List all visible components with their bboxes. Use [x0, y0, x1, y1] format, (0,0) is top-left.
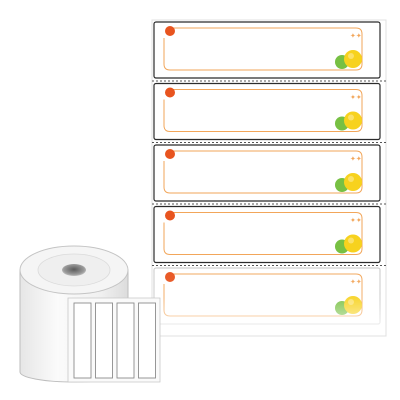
flap-label-slot — [73, 302, 92, 379]
label-card: ✦✦ — [152, 80, 386, 141]
red-dot — [165, 210, 175, 221]
roll-flap-labels — [73, 302, 156, 379]
flap-label-slot — [116, 302, 135, 379]
sparkle-glyph: ✦✦ — [350, 278, 362, 286]
label-stack: ✦✦ ✦✦ ✦✦ ✦✦ ✦✦ — [152, 21, 386, 325]
red-dot — [165, 272, 175, 282]
label-outline — [153, 82, 381, 141]
yellow-circle — [344, 111, 362, 130]
red-dot — [165, 149, 175, 159]
label-card: ✦✦ — [152, 265, 386, 325]
ornament-frame — [163, 150, 363, 194]
yellow-highlight — [348, 176, 354, 182]
yellow-highlight — [348, 299, 354, 305]
sparkle-glyph: ✦✦ — [350, 32, 362, 40]
flap-label-slot — [95, 302, 113, 379]
red-dot — [165, 87, 175, 98]
sparkle-glyph: ✦✦ — [350, 217, 362, 225]
yellow-highlight — [348, 53, 354, 59]
ornament-frame — [163, 212, 363, 255]
yellow-circle — [344, 234, 362, 253]
label-roll — [19, 245, 161, 383]
roll-core — [62, 264, 86, 276]
label-card: ✦✦ — [152, 203, 386, 264]
ornament-frame — [163, 273, 363, 317]
label-card: ✦✦ — [153, 21, 381, 79]
yellow-highlight — [348, 114, 354, 121]
red-dot — [165, 26, 175, 36]
label-outline — [153, 205, 381, 264]
flap-label-slot — [138, 302, 156, 379]
label-card: ✦✦ — [152, 142, 386, 202]
label-outline — [153, 21, 381, 79]
ornament-frame — [163, 89, 363, 132]
label-outline — [153, 267, 381, 325]
yellow-circle — [344, 173, 362, 191]
sparkle-glyph: ✦✦ — [350, 155, 362, 163]
yellow-highlight — [348, 237, 354, 244]
sparkle-glyph: ✦✦ — [350, 94, 362, 102]
label-outline — [153, 144, 381, 202]
yellow-circle — [344, 50, 362, 68]
ornament-frame — [163, 27, 363, 71]
yellow-circle — [344, 296, 362, 314]
